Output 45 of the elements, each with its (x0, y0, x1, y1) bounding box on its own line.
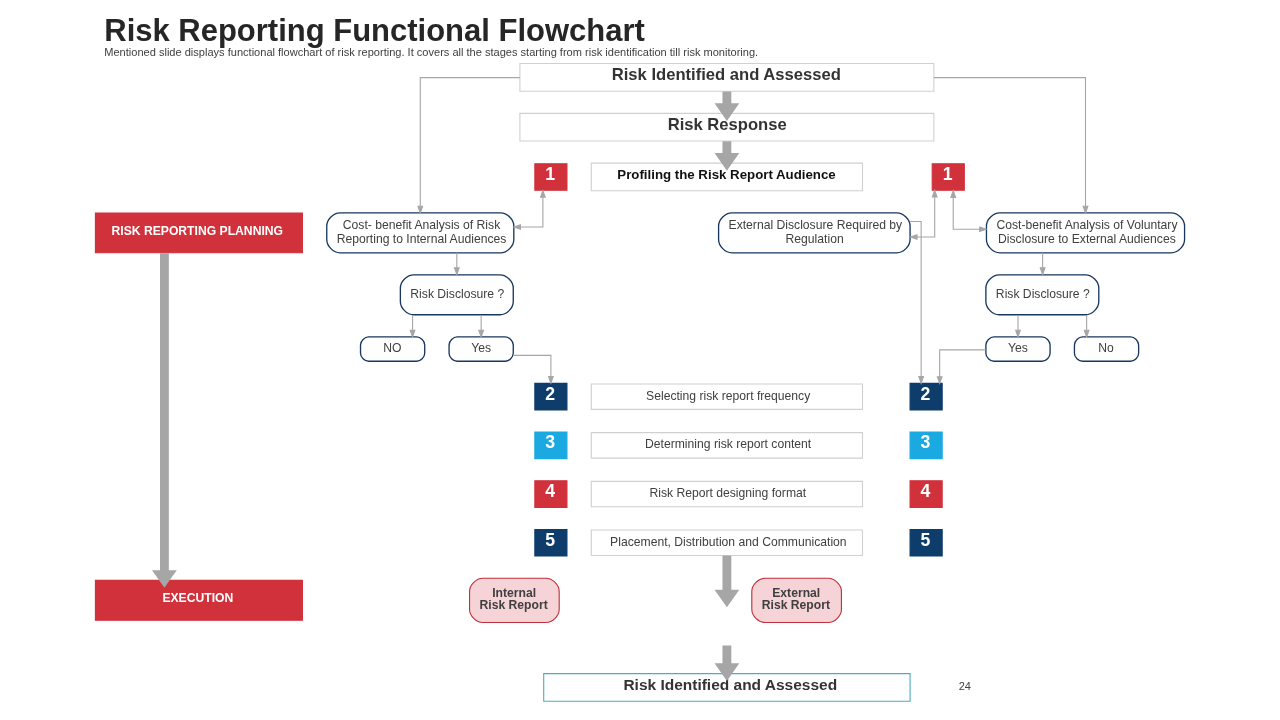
arrow (714, 645, 740, 681)
arrow (152, 253, 177, 588)
arrow (513, 354, 554, 385)
arrow (512, 188, 546, 231)
node-box: 4 (534, 480, 568, 508)
node-box: Risk Response (519, 112, 935, 142)
node-box: Placement, Distribution and Communication (590, 529, 864, 557)
node-box: 2 (909, 382, 943, 411)
node-box: Selecting risk report frequency (590, 383, 864, 410)
arrow (936, 349, 987, 386)
label: 24 (958, 680, 972, 693)
node-box: Risk Identified and Assessed (519, 62, 935, 92)
node-box: Yes (448, 336, 514, 362)
node-box: External Risk Report (751, 577, 842, 624)
node-box: RISK REPORTING PLANNING (94, 212, 303, 254)
node-box: Determining risk report content (590, 432, 864, 459)
node-box: No (1073, 336, 1140, 362)
node-box: 4 (909, 480, 943, 508)
node-box: 1 (534, 163, 568, 191)
diagram-title: Risk Reporting Functional Flowchart (104, 12, 645, 48)
node-box: Risk Report designing format (590, 480, 864, 508)
arrow (417, 77, 521, 215)
arrow (909, 220, 925, 385)
arrow (1014, 314, 1022, 339)
node-box: Internal Risk Report (469, 577, 560, 624)
node-box: Yes (985, 336, 1051, 362)
node-box: Cost- benefit Analysis of Risk Reporting to Internal Audiences (326, 212, 515, 254)
arrow (933, 77, 1089, 215)
node-box: External Disclosure Required by Regulation (717, 212, 911, 254)
node-box: 5 (909, 528, 943, 557)
node-box: Cost-benefit Analysis of Voluntary Disclosure to External Audiences (985, 212, 1186, 254)
node-box: Risk Disclosure ? (399, 274, 514, 316)
node-box: 3 (534, 431, 568, 460)
node-box: 3 (909, 431, 943, 460)
arrow (950, 189, 988, 233)
node-box: Risk Disclosure ? (985, 274, 1100, 316)
node-box: 1 (931, 163, 965, 191)
arrow (908, 188, 938, 241)
node-box: 5 (534, 528, 568, 557)
node-box: Risk Identified and Assessed (543, 673, 911, 702)
node-box: EXECUTION (94, 579, 303, 621)
arrow (714, 555, 740, 608)
node-box: 2 (534, 382, 568, 411)
node-box: NO (359, 336, 426, 362)
node-box: Profiling the Risk Report Audience (590, 162, 864, 192)
